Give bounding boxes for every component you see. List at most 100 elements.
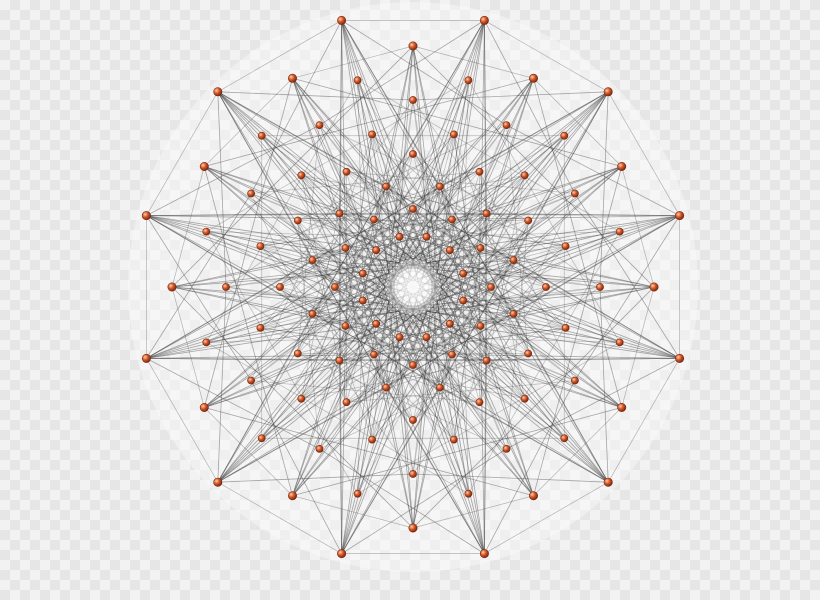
graph-edge [206, 231, 400, 238]
graph-edge [312, 20, 485, 315]
graph-edge [217, 387, 387, 483]
graph-node [199, 402, 209, 412]
graph-edge [279, 220, 529, 288]
graph-edge [204, 166, 427, 238]
graph-edge [206, 336, 400, 343]
graph-node [422, 333, 431, 342]
graph-edge [412, 314, 565, 439]
rim-edge [533, 407, 622, 496]
graph-edge [436, 80, 469, 274]
graph-node [675, 211, 685, 221]
graph-edge [346, 153, 414, 403]
graph-edge [451, 219, 526, 399]
rim-edge [292, 45, 414, 79]
graph-edge [436, 20, 485, 274]
graph-edge [412, 45, 441, 388]
graph-node [422, 232, 431, 241]
graph-edge [398, 311, 469, 494]
graph-edge [357, 79, 620, 232]
graph-edge [357, 80, 451, 251]
graph-edge [449, 166, 622, 325]
graph-edge [292, 323, 451, 496]
graph-edge [292, 78, 464, 274]
graph-node [213, 477, 223, 487]
graph-edge [146, 273, 363, 359]
graph-edge [398, 78, 534, 264]
graph-edge [279, 99, 414, 288]
graph-edge [462, 273, 565, 439]
graph-edge [398, 20, 485, 263]
rim-edge [621, 286, 655, 408]
graph-node [308, 309, 317, 318]
graph-edge [339, 78, 534, 361]
graph-edge [468, 231, 621, 494]
graph-node [615, 338, 624, 347]
graph-edge [292, 186, 441, 496]
graph-edge [339, 213, 342, 554]
graph-edge [319, 124, 414, 366]
graph-edge [341, 311, 428, 554]
graph-edge [204, 259, 514, 408]
graph-edge [261, 273, 364, 439]
graph-edge [357, 80, 390, 274]
graph-edge [292, 78, 386, 288]
graph-edge [486, 358, 680, 361]
graph-edge [217, 91, 364, 274]
graph-edge [345, 124, 507, 327]
graph-node [475, 398, 484, 407]
graph-edge [292, 78, 428, 264]
rim-edge [146, 91, 219, 216]
graph-edge [301, 174, 529, 221]
rim-edge [621, 166, 655, 288]
graph-edge [225, 286, 481, 327]
graph-edge [463, 273, 680, 359]
graph-edge [312, 259, 485, 554]
graph-edge [375, 80, 469, 251]
graph-edge [357, 311, 428, 494]
graph-edge [217, 313, 313, 483]
graph-node [337, 15, 347, 25]
graph-edge [334, 193, 576, 288]
graph-node [358, 269, 367, 278]
graph-edge [292, 273, 364, 496]
graph-node [560, 131, 569, 140]
graph-node [382, 182, 390, 191]
graph-edge [412, 124, 507, 366]
graph-node [561, 242, 570, 250]
graph-node [167, 282, 177, 292]
graph-edge [599, 91, 609, 288]
graph-edge [426, 231, 620, 238]
graph-edge [513, 259, 680, 359]
graph-edge [292, 286, 386, 496]
graph-node [257, 131, 266, 140]
graph-node [395, 232, 404, 241]
rim-edge [171, 166, 205, 288]
graph-edge [217, 286, 386, 483]
graph-edge [171, 286, 514, 315]
graph-node [358, 296, 367, 305]
rim-edge [146, 358, 219, 483]
graph-edge [341, 20, 507, 126]
graph-edge [462, 91, 609, 274]
graph-node [561, 323, 570, 332]
graph-edge [204, 272, 390, 408]
graph-edge [362, 45, 414, 274]
rim-edge [171, 286, 205, 408]
graph-edge [206, 342, 469, 495]
graph-edge [260, 219, 453, 247]
graph-node [409, 470, 417, 478]
graph-edge [439, 91, 609, 187]
graph-edge [301, 325, 481, 400]
graph-edge [341, 337, 427, 554]
graph-edge [490, 91, 609, 288]
graph-edge [146, 215, 377, 251]
graph-edge [339, 166, 622, 361]
graph-edge [506, 358, 680, 450]
graph-edge [399, 336, 565, 439]
graph-edge [412, 171, 480, 421]
graph-edge [462, 80, 469, 274]
graph-node [571, 376, 579, 385]
graph-node [372, 246, 381, 255]
graph-edge [334, 134, 455, 288]
graph-edge [217, 314, 414, 483]
